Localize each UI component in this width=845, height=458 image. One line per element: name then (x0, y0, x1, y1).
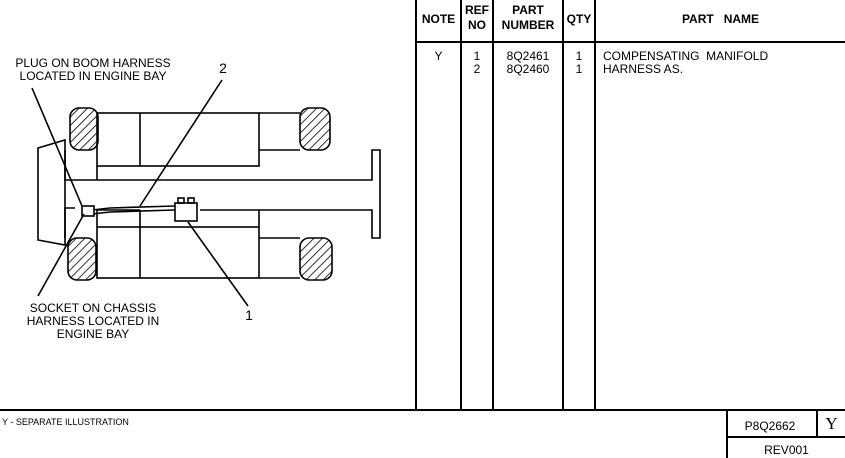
lower-right-tire (299, 237, 333, 281)
revision: REV001 (764, 443, 809, 457)
row-2-part-number: 8Q2460 (506, 62, 550, 76)
callout-plug-line-2: LOCATED IN ENGINE BAY (19, 69, 167, 83)
upper-left-tire (69, 107, 99, 151)
row-1-note: Y (434, 49, 443, 63)
header-number: NUMBER (501, 18, 555, 32)
table-left-border (415, 0, 417, 410)
row-1-name: COMPENSATING MANIFOLD (603, 49, 769, 63)
leader-ref-2 (139, 79, 223, 207)
row-2-name: HARNESS AS. (603, 62, 684, 76)
upper-right-tire (299, 107, 331, 151)
header-note: NOTE (421, 12, 456, 26)
row-1-qty: 1 (575, 49, 583, 63)
code-box-left-border (816, 409, 818, 436)
drawing-number: P8Q2662 (744, 419, 796, 433)
harness-wire (91, 205, 176, 211)
header-part-name: PART NAME (681, 12, 760, 26)
header-qty: QTY (566, 12, 592, 26)
col-divider-ref (460, 0, 462, 410)
lower-housing (96, 226, 260, 279)
header-ref: REF (465, 3, 489, 17)
lower-left-tire (67, 237, 97, 281)
header-part: PART (512, 3, 544, 17)
wiring-illustration (31, 79, 381, 307)
code-letter: Y (825, 414, 838, 433)
row-2-ref: 2 (473, 62, 481, 76)
footer-box-divider (726, 436, 845, 438)
leader-plug (31, 87, 83, 207)
upper-housing (96, 112, 260, 167)
ref-label-2: 2 (219, 60, 227, 76)
callout-socket-line-3: ENGINE BAY (56, 327, 130, 341)
header-no: NO (468, 18, 486, 32)
footer-top-border (0, 409, 845, 411)
row-2-qty: 1 (575, 62, 583, 76)
col-divider-name (594, 0, 596, 410)
header-bottom-border (415, 41, 845, 43)
footer-box-left-border (726, 409, 728, 458)
callout-socket-line-2: HARNESS LOCATED IN (26, 314, 160, 328)
row-1-ref: 1 (473, 49, 481, 63)
callout-socket-line-1: SOCKET ON CHASSIS (29, 301, 157, 315)
col-divider-part-number (492, 0, 494, 410)
axle-body (64, 149, 381, 239)
footer-separate-illustration-note: Y - SEPARATE ILLUSTRATION (2, 417, 129, 427)
row-1-part-number: 8Q2461 (506, 49, 550, 63)
ref-label-1: 1 (245, 307, 253, 323)
leader-socket (37, 213, 85, 297)
leader-ref-1 (187, 221, 249, 307)
callout-plug-line-1: PLUG ON BOOM HARNESS (15, 56, 171, 70)
plug-connector (81, 205, 95, 217)
col-divider-qty (562, 0, 564, 410)
manifold-connector (174, 202, 198, 222)
